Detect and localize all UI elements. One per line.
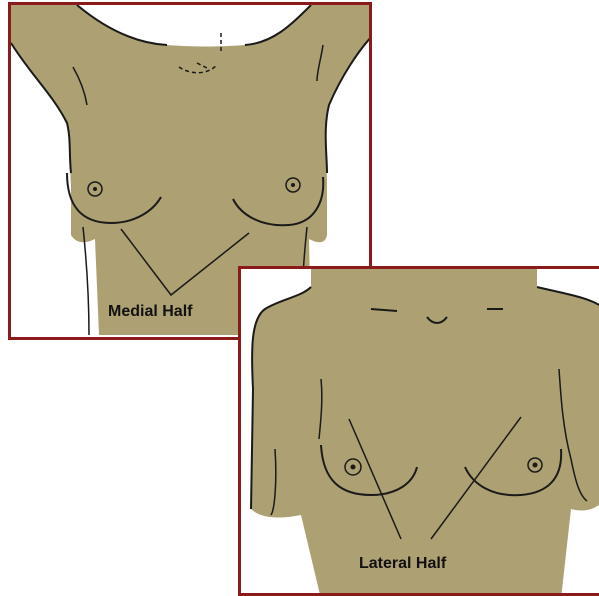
lateral-panel: Lateral Half bbox=[238, 266, 599, 596]
lateral-torso-shape bbox=[251, 269, 599, 596]
lateral-torso-illustration bbox=[241, 269, 599, 596]
medial-half-label: Medial Half bbox=[108, 303, 192, 321]
lateral-half-label: Lateral Half bbox=[359, 555, 446, 573]
